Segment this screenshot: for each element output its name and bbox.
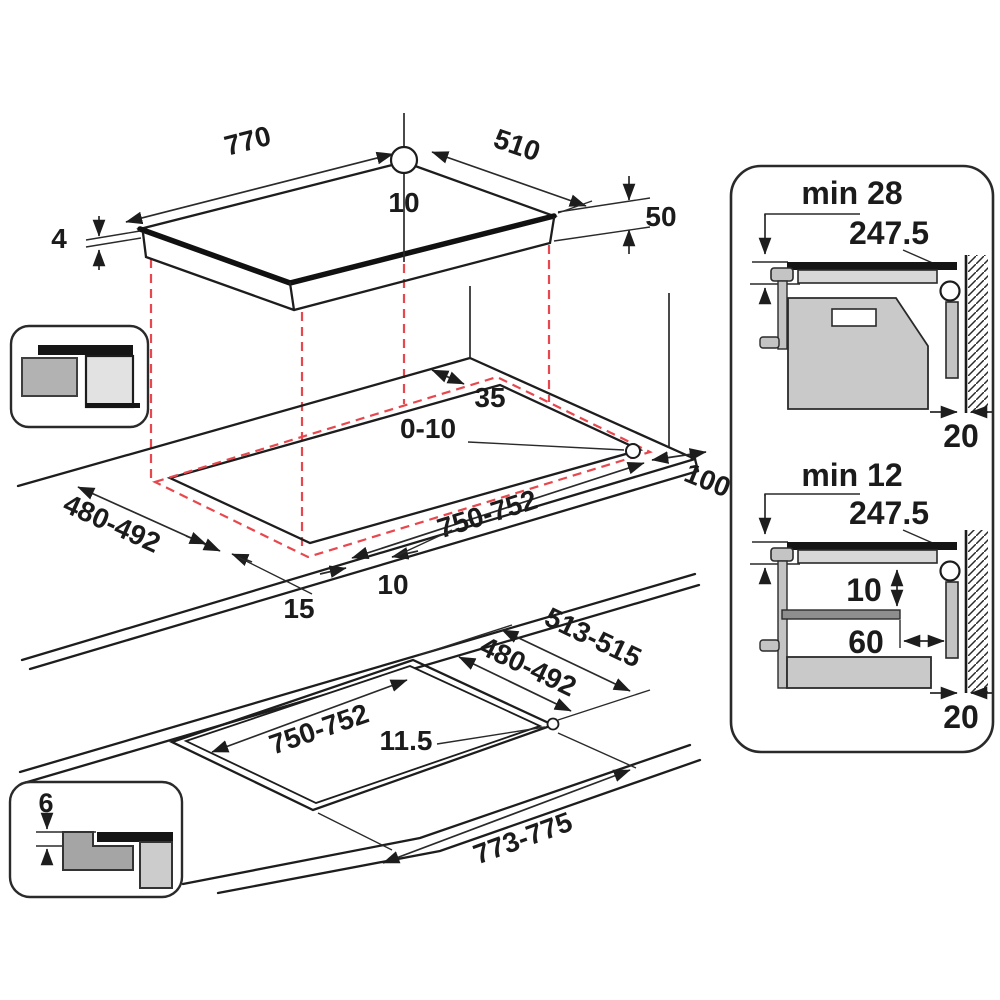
hob-glass-top bbox=[136, 160, 558, 285]
worktop-right-edge bbox=[468, 356, 697, 461]
flush-glass-icon bbox=[97, 832, 173, 842]
dim-line-750-752-flush bbox=[211, 679, 408, 753]
dim-247-5-bottom: 247.5 bbox=[849, 495, 929, 531]
dim-35: 35 bbox=[474, 382, 505, 413]
arrow-15-b bbox=[231, 553, 253, 566]
ext-glass-bottom bbox=[85, 237, 142, 248]
dim-line-510 bbox=[431, 151, 587, 207]
cutout-opening bbox=[166, 383, 644, 545]
arrow-15-a bbox=[185, 532, 207, 545]
dim-480-492: 480-492 bbox=[59, 488, 165, 559]
dim-min-12: min 12 bbox=[801, 457, 902, 493]
dim-15: 15 bbox=[283, 593, 314, 624]
wall-hatch-1 bbox=[968, 255, 988, 413]
ext-50-top bbox=[557, 197, 651, 213]
leader-10 bbox=[395, 529, 453, 557]
worktop-section-1 bbox=[797, 269, 938, 284]
dim-0-10: 0-10 bbox=[400, 413, 456, 444]
wall-hatch-2 bbox=[968, 530, 988, 693]
hob-body-block-icon bbox=[84, 354, 135, 409]
drawer-body bbox=[786, 656, 932, 689]
rear-spacer-2 bbox=[945, 581, 959, 659]
leader-11-5 bbox=[436, 726, 546, 745]
dim-770: 770 bbox=[221, 120, 274, 162]
recess-inner-hole bbox=[183, 665, 543, 804]
bracket-tab-1b bbox=[759, 336, 780, 349]
separator-shelf bbox=[781, 609, 901, 620]
oven-vent bbox=[831, 308, 877, 327]
dim-4: 4 bbox=[51, 223, 67, 254]
base-bar-icon bbox=[86, 403, 140, 408]
worktop-back-edge bbox=[16, 356, 472, 488]
dim-510: 510 bbox=[490, 123, 544, 168]
ext-glass-top bbox=[85, 230, 141, 241]
center-hole-mark bbox=[389, 145, 419, 175]
ext-513-b bbox=[557, 689, 651, 721]
hob-glass-section-1 bbox=[787, 262, 957, 270]
dim-10-side: 10 bbox=[377, 569, 408, 600]
drawer-section: min 12 247.5 10 60 bbox=[750, 457, 994, 735]
dim-20-bottom: 20 bbox=[943, 699, 979, 735]
dim-line-35 bbox=[431, 369, 465, 385]
dim-11-5: 11.5 bbox=[380, 725, 433, 756]
bracket-tab-2 bbox=[770, 547, 794, 562]
duct-mark-2 bbox=[939, 560, 961, 582]
dim-line-770 bbox=[125, 151, 394, 225]
dim-60: 60 bbox=[848, 624, 884, 660]
dim-10-shelf: 10 bbox=[846, 572, 882, 608]
dim-line-750-752 bbox=[351, 461, 645, 560]
dim-min-28: min 28 bbox=[801, 175, 902, 211]
flush-mount-inset: 6 bbox=[8, 780, 184, 899]
oven-body bbox=[787, 297, 929, 410]
corner-play-mark bbox=[625, 443, 641, 459]
hob-glass-section-2 bbox=[787, 542, 957, 550]
cabinet-rail-1 bbox=[777, 280, 788, 350]
surface-mount-inset bbox=[9, 324, 150, 429]
dim-line-480-492-flush bbox=[458, 656, 572, 712]
dim-100: 100 bbox=[680, 457, 735, 503]
dim-247-5-top: 247.5 bbox=[849, 215, 929, 251]
arrow-10-a bbox=[319, 565, 347, 578]
dim-10-hole: 10 bbox=[388, 187, 419, 218]
hob-isometric-view: 770 510 10 4 50 bbox=[51, 113, 677, 552]
dim-line-100 bbox=[651, 448, 707, 464]
rear-spacer-1 bbox=[945, 301, 959, 379]
duct-mark-1 bbox=[939, 280, 961, 302]
bracket-tab-1 bbox=[770, 267, 794, 282]
worktop-section-2 bbox=[797, 549, 938, 564]
dim-6: 6 bbox=[38, 788, 53, 818]
leader-0-10 bbox=[467, 441, 625, 451]
ext-50-bottom bbox=[553, 226, 651, 242]
hob-footprint-outline bbox=[152, 375, 653, 559]
hob-body-front-corner bbox=[288, 281, 296, 312]
flush-body-icon bbox=[139, 841, 173, 889]
worktop-rebate-icon bbox=[62, 831, 134, 871]
bracket-tab-2b bbox=[759, 639, 780, 652]
glass-bar-icon bbox=[38, 345, 133, 355]
hob-glass-front-edge bbox=[137, 213, 557, 286]
flush-back-edge bbox=[18, 572, 697, 774]
worktop-block-icon bbox=[21, 357, 78, 397]
dim-20-top: 20 bbox=[943, 418, 979, 454]
cabinet-rail-2 bbox=[777, 560, 788, 689]
oven-section: min 28 247.5 20 bbox=[750, 175, 994, 454]
ledge-corner-mark bbox=[546, 717, 560, 731]
side-section-panel: min 28 247.5 20 min 12 bbox=[729, 164, 995, 754]
ext-773-b bbox=[557, 732, 637, 769]
dim-line-773-775 bbox=[382, 769, 631, 864]
ext-513-a bbox=[418, 624, 513, 656]
ext-773-a bbox=[317, 812, 393, 851]
leader-15 bbox=[237, 556, 313, 595]
dim-50: 50 bbox=[645, 201, 676, 232]
